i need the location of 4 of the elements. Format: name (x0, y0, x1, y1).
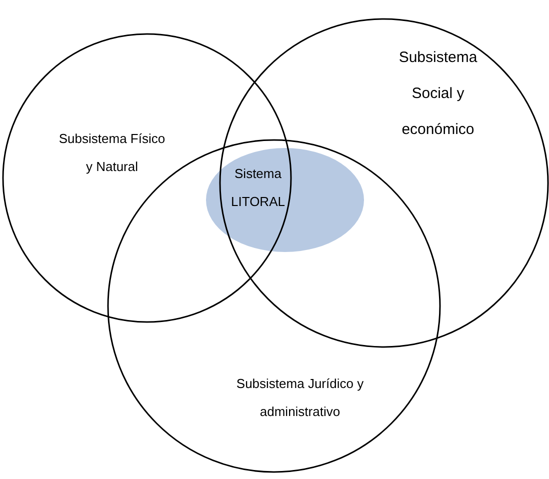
node-label: Subsistema Físico y Natural (58, 130, 166, 176)
node-label: Subsistema Jurídico y administrativo (235, 375, 365, 421)
node-label: Subsistema Social y económico (398, 48, 478, 140)
node-label: Sistema LITORAL (230, 165, 286, 211)
